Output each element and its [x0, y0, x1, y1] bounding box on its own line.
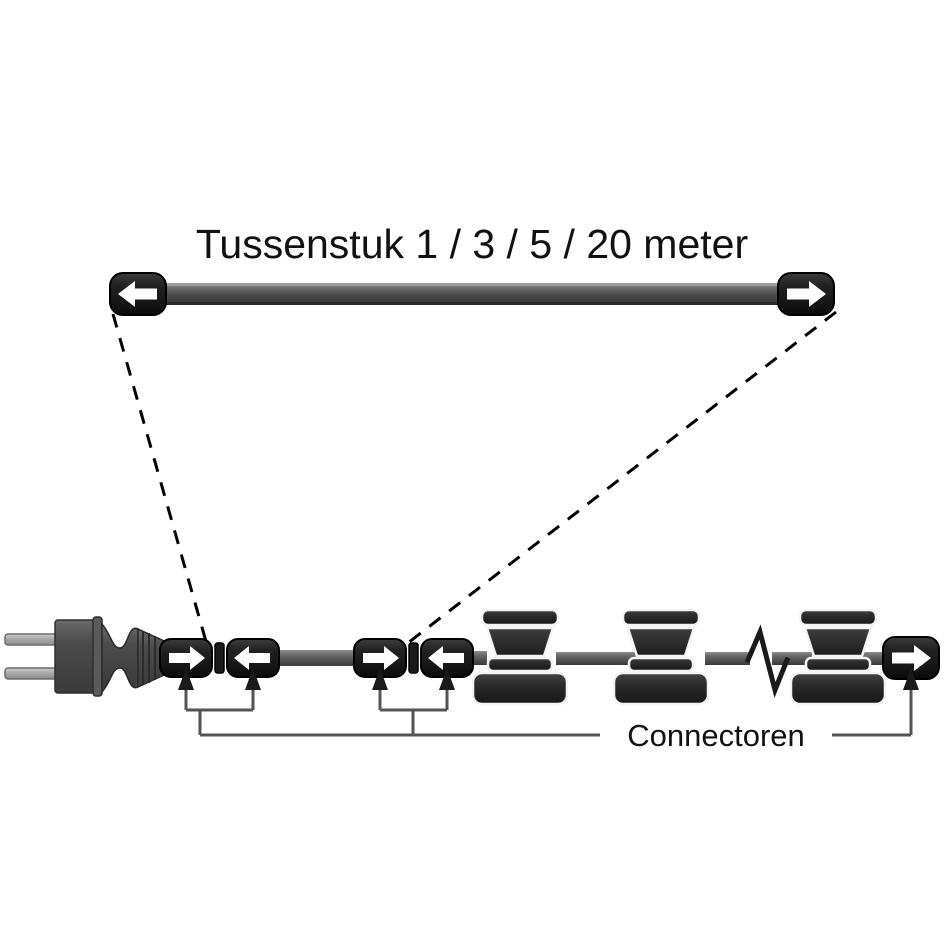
extension-left-connector[interactable]: [109, 272, 167, 316]
arrow-right-icon: [787, 281, 826, 307]
arrow-left-icon: [118, 281, 157, 307]
page-title: Tussenstuk 1 / 3 / 5 / 20 meter: [196, 221, 748, 267]
plug-body: [54, 619, 96, 694]
dashed-line-right: [403, 310, 837, 648]
mains-plug[interactable]: [4, 616, 165, 697]
connectoren-label: Connectoren: [627, 718, 805, 753]
connector-gap-divider-2: [408, 642, 419, 674]
chain-end-connector[interactable]: [882, 636, 940, 680]
arrowhead-1a-icon: [178, 668, 194, 690]
light-chain-assembly: [4, 608, 940, 706]
arrowhead-1b-icon: [245, 668, 261, 690]
connector-pair-1: [159, 638, 280, 678]
arrowhead-2b-icon: [439, 668, 455, 690]
arrowhead-2a-icon: [372, 668, 388, 690]
arrow-right-icon: [892, 645, 931, 671]
zigzag-break-icon: [744, 624, 791, 699]
connector-gap-divider-1: [214, 642, 225, 674]
plug-prong-upper-icon: [4, 633, 58, 646]
plug-prong-lower-icon: [4, 667, 58, 680]
plug-collar: [92, 616, 103, 697]
plug-strain-relief: [101, 621, 139, 695]
dashed-line-left: [111, 313, 209, 646]
connector-pair-2: [353, 638, 474, 678]
leader-arrowheads: [178, 668, 919, 690]
light-fixture-1[interactable]: [471, 608, 569, 706]
connectoren-leader-lines: [184, 688, 913, 737]
extension-right-connector[interactable]: [777, 272, 835, 316]
extension-cable: [128, 283, 816, 305]
extension-piece-assembly: [109, 272, 835, 316]
arrowhead-end-icon: [903, 668, 919, 690]
dashed-callout-lines: [111, 310, 837, 648]
